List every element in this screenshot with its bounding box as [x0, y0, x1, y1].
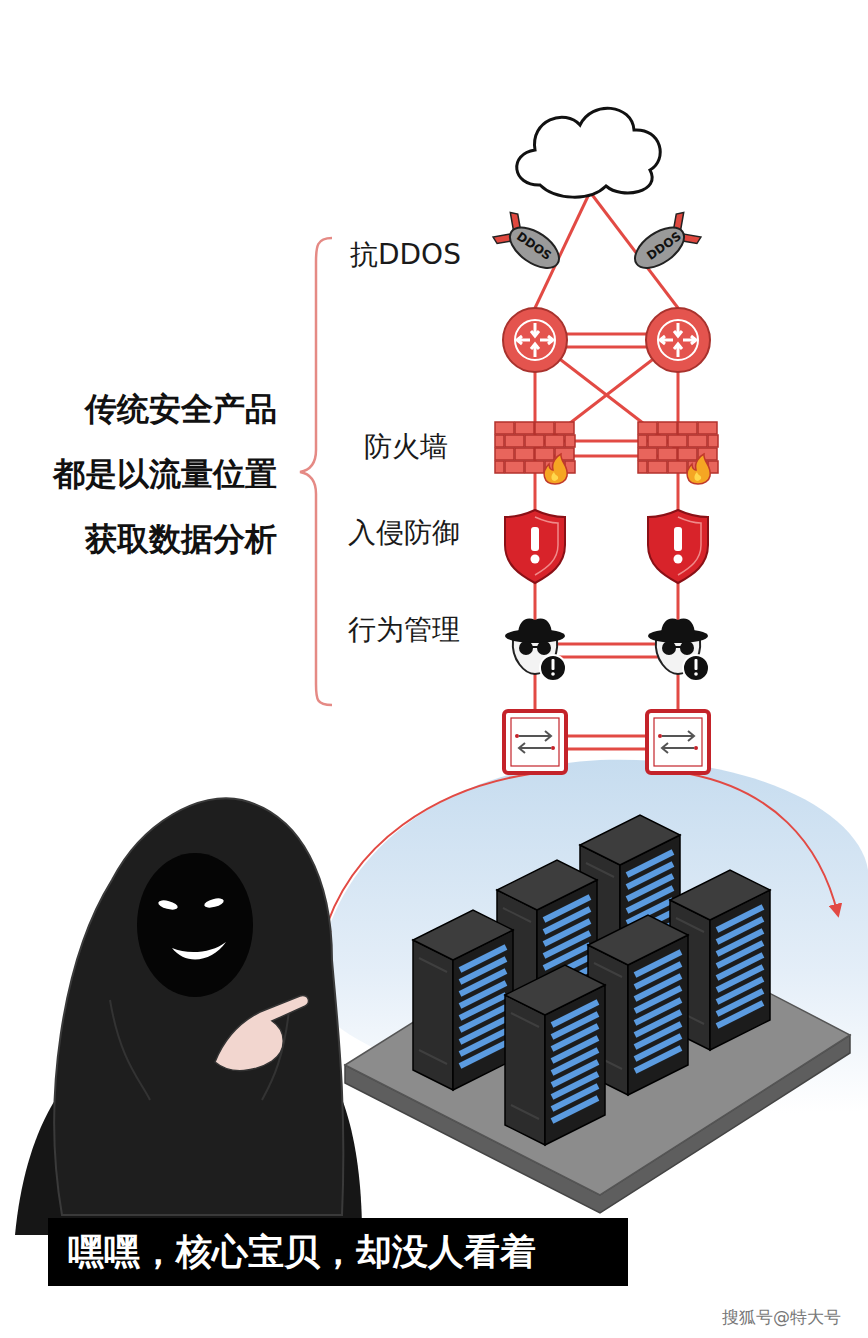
watermark: 搜狐号@特大号: [722, 1306, 841, 1328]
server-rack: [505, 965, 605, 1145]
banner-text: 嘿嘿，核心宝贝，却没人看着: [68, 1228, 536, 1277]
network-wire: [567, 346, 646, 349]
group-bracket: [300, 238, 332, 705]
spy-symbol: [505, 619, 566, 681]
hacker-figure: [137, 853, 253, 997]
server-platform: [345, 905, 850, 1195]
internet-cloud: [517, 108, 660, 197]
hacker-figure: [203, 897, 224, 910]
hacker-figure: [54, 798, 343, 1215]
router-symbol: [503, 308, 567, 372]
bomb-shape: [626, 210, 702, 278]
shield-symbol: [505, 510, 565, 583]
firewall-symbol: [638, 422, 718, 484]
hacker-figure: [215, 995, 308, 1070]
bomb-shape: [491, 210, 567, 278]
spy-symbol: [648, 619, 709, 681]
switch-symbol: [647, 711, 709, 773]
layer-label: 行为管理: [348, 613, 460, 647]
firewall-symbol: [495, 422, 575, 484]
ddos-bomb: DDOS: [622, 213, 702, 279]
switch-symbol: [504, 711, 566, 773]
ddos-bomb: DDOS: [492, 213, 572, 279]
shield-symbol: [648, 510, 708, 583]
router-symbol: [646, 308, 710, 372]
server-rack: [413, 910, 513, 1090]
layer-label: 抗DDOS: [350, 238, 461, 272]
bomb-body: [628, 219, 691, 276]
speech-banner: 嘿嘿，核心宝贝，却没人看着: [48, 1218, 628, 1286]
hacker-figure: [172, 942, 226, 959]
hacker-figure: [15, 798, 362, 1235]
side-note: 传统安全产品 都是以流量位置 获取数据分析: [27, 377, 277, 572]
bomb-body: [503, 219, 566, 276]
layer-label: 入侵防御: [348, 516, 460, 550]
hacker-figure: [157, 899, 178, 912]
layer-label: 防火墙: [364, 430, 448, 464]
network-wire: [567, 333, 646, 336]
